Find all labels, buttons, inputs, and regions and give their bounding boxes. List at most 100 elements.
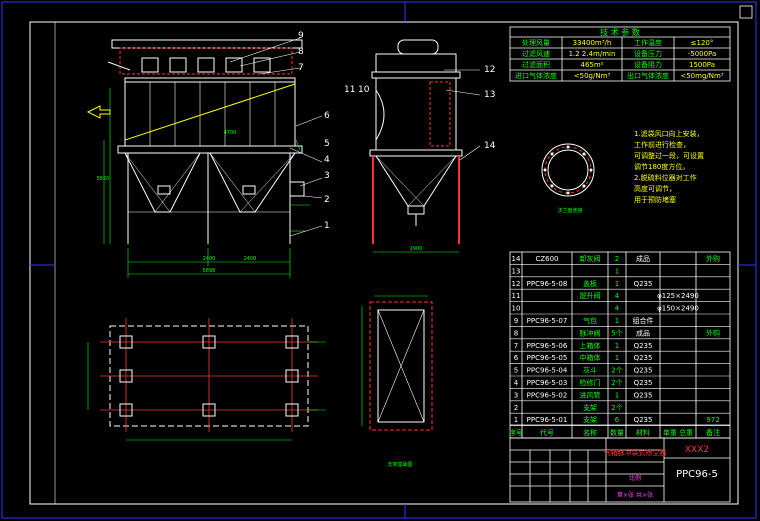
bom-cell: 上箱体 xyxy=(580,341,601,350)
tech-param-cell: 1.2 2.4m/min xyxy=(569,50,616,58)
technical-notes: 1.滤袋风口向上安装，工作前进行检查，可调整过一段，可设置调节180度方位。2.… xyxy=(634,129,704,204)
bom-cell: 盖板 xyxy=(583,279,597,288)
bom-cell: 成品 xyxy=(636,328,650,337)
note-line: 2.脱硫料位器对工作 xyxy=(634,173,697,182)
bom-cell: PPC96-5-05 xyxy=(527,354,568,362)
bom-cell: PPC96-5-07 xyxy=(527,317,568,325)
bom-cell: PPC96-5-03 xyxy=(527,379,568,387)
callout-7: 7 xyxy=(298,63,304,73)
bom-cell: 4 xyxy=(514,379,519,387)
callout-2: 2 xyxy=(324,195,330,205)
bom-cell: 提升阀 xyxy=(580,291,601,300)
bom-cell: 7 xyxy=(514,342,518,350)
dim-overall-width: 5898 xyxy=(203,268,216,274)
sheet-label: 第×张 共×张 xyxy=(617,491,653,499)
drawing-code: PPC96-5 xyxy=(676,469,718,480)
tech-param-cell: 处理风量 xyxy=(522,38,550,47)
bom-cell: 5 xyxy=(514,367,518,375)
dim-height-total: 5820 xyxy=(97,176,110,182)
flange-detail xyxy=(541,143,595,197)
bom-cell: 4 xyxy=(615,305,620,313)
bom-cell: φ150×2490 xyxy=(657,305,699,313)
bom-header-cell: 代号 xyxy=(540,428,554,437)
bom-cell: 1 xyxy=(615,342,619,350)
callout-14: 14 xyxy=(484,141,496,151)
note-line: 1.滤袋风口向上安装， xyxy=(634,129,704,138)
tech-param-cell: 33400m³/h xyxy=(573,39,612,47)
bom-cell: 6 xyxy=(615,416,620,424)
callout-6: 6 xyxy=(324,111,330,121)
bom-cell: 外购 xyxy=(706,254,720,263)
tech-param-cell: <50mg/Nm³ xyxy=(680,72,723,80)
dim-bottom-left: 2400 xyxy=(203,256,216,262)
bom-cell: Q235 xyxy=(634,416,653,424)
side-view-elevation xyxy=(369,39,463,253)
tech-param-cell: 过滤面积 xyxy=(522,60,550,69)
callout-12: 12 xyxy=(484,65,495,75)
bom-cell: 8 xyxy=(514,329,518,337)
tech-param-cell: 设备阻力 xyxy=(634,60,662,69)
bom-cell: 支架 xyxy=(583,403,597,412)
plan-view-foundation xyxy=(87,318,326,441)
tech-param-cell: 1500Pa xyxy=(689,61,715,69)
bom-cell: 1 xyxy=(615,317,619,325)
bom-cell: 4 xyxy=(615,292,620,300)
tech-param-cell: 工作温度 xyxy=(634,38,662,47)
callout-3: 3 xyxy=(324,171,330,181)
bom-cell: 2个 xyxy=(611,404,622,412)
flange-detail-label: 法兰盘连接 xyxy=(557,207,582,214)
bom-cell: 14 xyxy=(512,255,521,263)
tech-param-cell: 过滤风速 xyxy=(522,49,550,58)
title-block-grid xyxy=(509,437,731,503)
tech-params-title: 技 术 参 数 xyxy=(600,27,640,37)
bom-cell: 1 xyxy=(514,416,518,424)
callout-8: 8 xyxy=(298,47,304,57)
dim-side-width: 1900 xyxy=(410,246,423,252)
bom-cell: 1 xyxy=(615,391,619,399)
bom-cell: PPC96-5-04 xyxy=(527,367,568,375)
bom-cell: 1 xyxy=(615,354,619,362)
dim-bottom-right: 2400 xyxy=(244,256,257,262)
bom-cell: φ125×2490 xyxy=(657,292,699,300)
scale-label: 比例 xyxy=(629,474,641,482)
bom-cell: PPC96-5-08 xyxy=(527,280,568,288)
bom-cell: Q235 xyxy=(634,379,653,387)
callout-9: 9 xyxy=(298,31,304,41)
bom-cell: 中箱体 xyxy=(580,353,601,362)
bom-cell: Q235 xyxy=(634,367,653,375)
bom-cell: 灰斗 xyxy=(583,366,597,375)
callout-13: 13 xyxy=(484,90,495,100)
bom-cell: Q235 xyxy=(634,280,653,288)
bom-cell: PPC96-5-01 xyxy=(527,416,568,424)
tech-param-cell: 设备压力 xyxy=(634,49,662,58)
tech-param-cell: ≤120° xyxy=(691,39,714,47)
bom-header-cell: 数量 xyxy=(610,428,624,437)
note-line: 可调整过一段，可设置 xyxy=(634,151,704,160)
bom-cell: CZ600 xyxy=(535,255,558,263)
bom-cell: 外购 xyxy=(706,328,720,337)
drawing-name: 气箱脉冲袋式除尘器 xyxy=(604,448,667,457)
section-view xyxy=(361,295,433,431)
bom-cell: 13 xyxy=(512,267,521,275)
bom-cell: Q235 xyxy=(634,391,653,399)
bom-cell: 2个 xyxy=(611,379,622,387)
bom-cell: 2 xyxy=(615,255,619,263)
section-view-label: 支架基础图 xyxy=(387,461,412,468)
bom-header-cell: 备注 xyxy=(706,428,720,437)
callout-4: 4 xyxy=(324,155,330,165)
tech-params-grid xyxy=(509,26,731,82)
callout-11: 11 xyxy=(344,85,355,95)
note-line: 工作前进行检查， xyxy=(634,140,690,149)
bom-cell: PPC96-5-06 xyxy=(527,342,568,350)
bom-cell: Q235 xyxy=(634,342,653,350)
tech-param-cell: 465m² xyxy=(581,61,604,69)
tech-param-cell: -5000Pa xyxy=(688,50,717,58)
bom-header-cell: 名称 xyxy=(583,428,597,437)
leader-lines xyxy=(229,37,481,237)
bom-grid xyxy=(509,251,731,439)
